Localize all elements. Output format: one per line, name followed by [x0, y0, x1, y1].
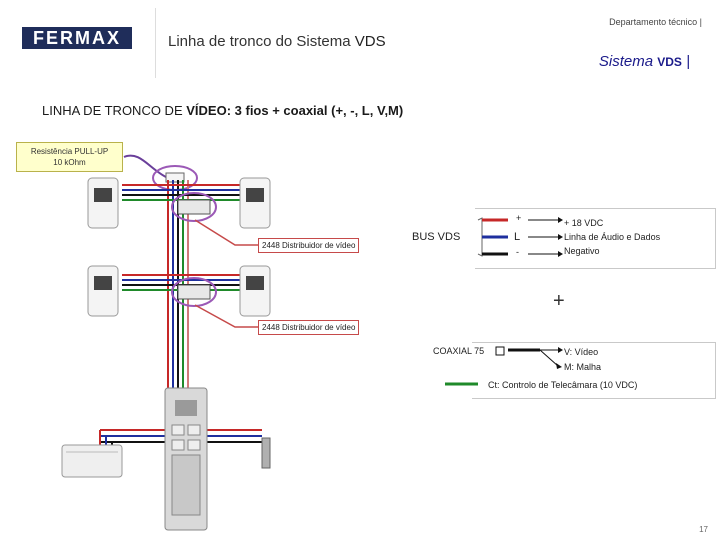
distributor-top-label: 2448 Distribuidor de vídeo: [258, 238, 360, 253]
header-divider: [155, 8, 156, 78]
power-supply: [61, 444, 123, 478]
system-subtitle: Sistema VDS |: [598, 53, 690, 70]
bus-vds-label: BUS VDS: [412, 231, 461, 243]
coax-legend-box: [472, 342, 716, 399]
bus-symbol-minus: -: [516, 247, 519, 257]
section-title: LINHA DE TRONCO DE VÍDEO: 3 fios + coaxi…: [42, 103, 404, 118]
bus-symbol-plus: +: [516, 213, 522, 223]
distributor-highlight-bottom: [171, 277, 217, 307]
bus-desc-l: Linha de Áudio e Dados: [564, 232, 661, 242]
monitor-bottom-left: [87, 265, 119, 317]
top-branch-wires: [122, 184, 250, 201]
distributor-top-icon: [177, 199, 211, 215]
coax-desc-mesh: M: Malha: [564, 362, 602, 372]
distributor-bottom-leader: [194, 304, 258, 328]
page-number: 17: [699, 525, 708, 534]
note-pointer: [123, 154, 169, 179]
coax-legend-wires: [445, 346, 563, 386]
door-panel: [164, 387, 208, 531]
resistor-icon: [165, 172, 185, 183]
distributor-top-leader: [194, 219, 258, 246]
bus-desc-minus: Negativo: [564, 246, 600, 256]
fermax-logo: FERMAX: [22, 27, 132, 49]
camera-control-desc: Ct: Controlo de Telecâmara (10 VDC): [488, 380, 638, 390]
bus-symbol-l: L: [514, 231, 521, 243]
monitor-top-left: [87, 177, 119, 229]
distributor-highlight-top: [171, 192, 217, 222]
monitor-top-right: [239, 177, 271, 229]
pullup-resistor-note: Resistência PULL-UP 10 kOhm: [16, 142, 123, 172]
coax-desc-video: V: Vídeo: [564, 347, 599, 357]
monitor-bottom-right: [239, 265, 271, 317]
page-title: Linha de tronco do Sistema VDS: [168, 33, 386, 50]
bus-legend-box: [475, 208, 716, 269]
door-lock: [261, 437, 271, 469]
bus-desc-plus: + 18 VDC: [564, 218, 604, 228]
distributor-bottom-icon: [177, 284, 211, 300]
distributor-bottom-label: 2448 Distribuidor de vídeo: [258, 320, 360, 335]
coax-label: COAXIAL 75: [433, 346, 485, 356]
department-label: Departamento técnico |: [609, 17, 702, 27]
plus-sign: +: [553, 290, 565, 312]
bus-legend-wires: [477, 217, 563, 257]
